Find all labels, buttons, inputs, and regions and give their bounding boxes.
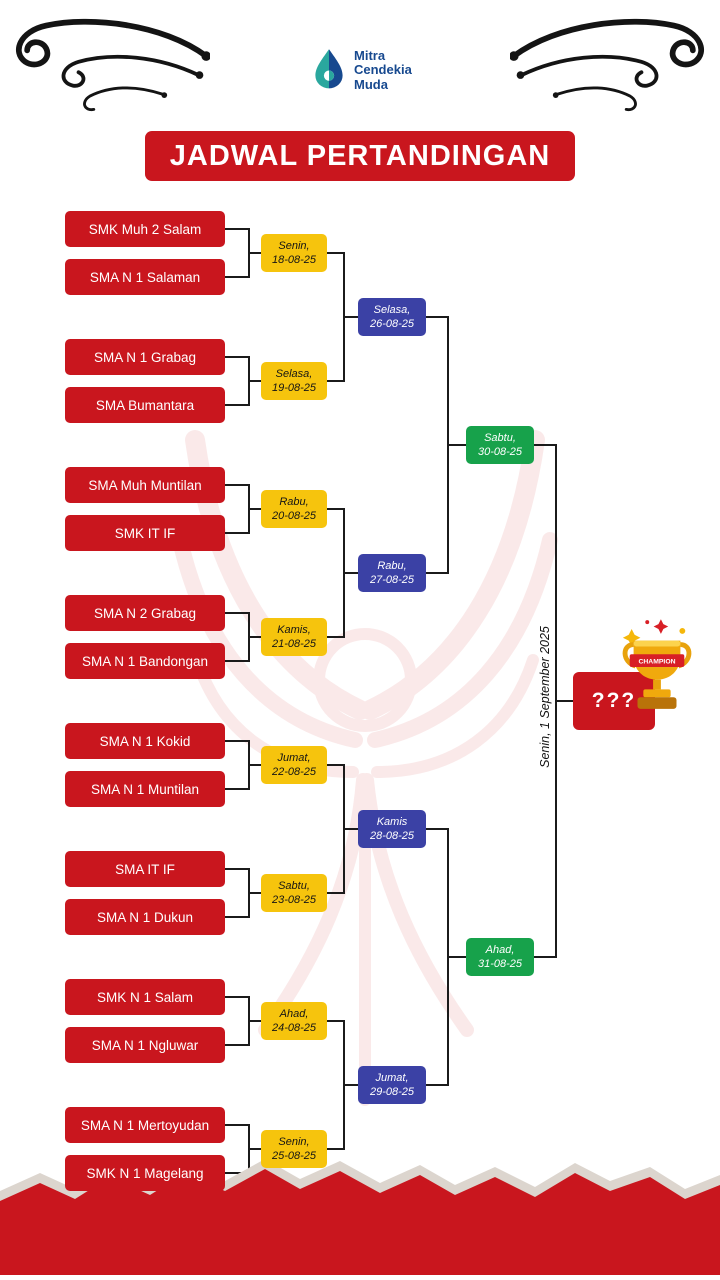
r16-date-box: Senin,18-08-25 — [261, 234, 327, 272]
team-box: SMA N 1 Ngluwar — [65, 1027, 225, 1063]
team-box: SMA N 1 Salaman — [65, 259, 225, 295]
trophy-icon: CHAMPION — [618, 614, 696, 723]
sf-date-box: Ahad,31-08-25 — [466, 938, 534, 976]
qf-date-box: Selasa,26-08-25 — [358, 298, 426, 336]
team-box: SMA N 1 Mertoyudan — [65, 1107, 225, 1143]
team-box: SMK IT IF — [65, 515, 225, 551]
corner-flourish-left — [10, 14, 211, 126]
qf-date-box: Rabu,27-08-25 — [358, 554, 426, 592]
final-date-label: Senin, 1 September 2025 — [538, 626, 552, 768]
team-box: SMA N 1 Grabag — [65, 339, 225, 375]
r16-date-box: Jumat,22-08-25 — [261, 746, 327, 784]
page-title: JADWAL PERTANDINGAN — [145, 131, 575, 181]
logo-droplet-icon — [312, 46, 346, 95]
team-box: SMA Muh Muntilan — [65, 467, 225, 503]
r16-date-box: Sabtu,23-08-25 — [261, 874, 327, 912]
r16-date-box: Kamis,21-08-25 — [261, 618, 327, 656]
team-box: SMA N 1 Dukun — [65, 899, 225, 935]
team-box: SMA N 1 Kokid — [65, 723, 225, 759]
team-box: SMK N 1 Salam — [65, 979, 225, 1015]
qf-date-box: Jumat,29-08-25 — [358, 1066, 426, 1104]
logo-line-1: Mitra — [354, 47, 386, 63]
logo-line-2: Cendekia — [354, 62, 412, 78]
r16-date-box: Senin,25-08-25 — [261, 1130, 327, 1168]
logo-wordmark: Mitra Cendekia Muda — [354, 47, 412, 93]
team-box: SMA N 1 Muntilan — [65, 771, 225, 807]
svg-text:CHAMPION: CHAMPION — [638, 659, 675, 666]
sf-date-box: Sabtu,30-08-25 — [466, 426, 534, 464]
team-box: SMK N 1 Magelang — [65, 1155, 225, 1191]
r16-date-box: Rabu,20-08-25 — [261, 490, 327, 528]
logo-line-3: Muda — [354, 76, 388, 92]
team-box: SMA IT IF — [65, 851, 225, 887]
team-box: SMA N 1 Bandongan — [65, 643, 225, 679]
brand-logo: Mitra Cendekia Muda — [312, 46, 412, 95]
r16-date-box: Ahad,24-08-25 — [261, 1002, 327, 1040]
corner-flourish-right — [509, 14, 710, 126]
team-box: SMA Bumantara — [65, 387, 225, 423]
team-box: SMA N 2 Grabag — [65, 595, 225, 631]
r16-date-box: Selasa,19-08-25 — [261, 362, 327, 400]
page-title-text: JADWAL PERTANDINGAN — [169, 139, 551, 172]
trophy-sparkles — [622, 619, 686, 647]
team-box: SMK Muh 2 Salam — [65, 211, 225, 247]
